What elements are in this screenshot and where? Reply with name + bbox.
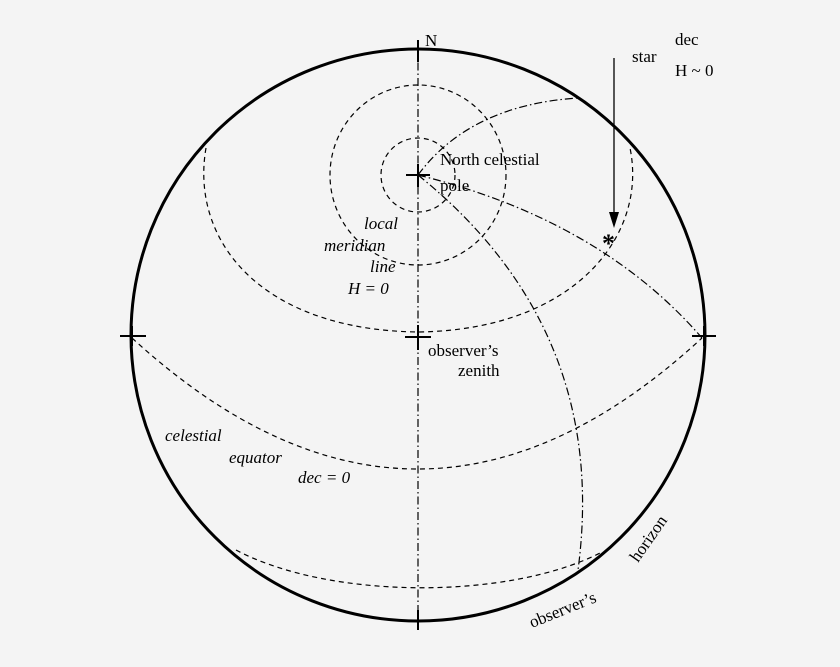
meridian-label-line1: local (364, 214, 398, 233)
observer-great-circle (417, 174, 584, 571)
declination-circle (203, 147, 634, 333)
equator-label-line3: dec = 0 (298, 468, 351, 487)
star-pointer-arrowhead (609, 212, 619, 228)
star-label: star (632, 47, 657, 66)
celestial-equator-curve (131, 337, 703, 470)
ncp-label-line2: pole (440, 176, 469, 195)
top-tick (408, 40, 428, 62)
zenith-label-line2: zenith (458, 361, 500, 380)
zenith-label-line1: observer’s (428, 341, 499, 360)
equator-label-line1: celestial (165, 426, 222, 445)
meridian-label-line4: H = 0 (347, 279, 389, 298)
horizon-label: horizon (626, 511, 672, 565)
zenith-cross (405, 325, 431, 350)
meridian-label-line3: line (370, 257, 396, 276)
upper-hour-arc (417, 97, 579, 176)
meridian-label-line2: meridian (324, 236, 385, 255)
star-hour-circle (417, 174, 703, 339)
circumpolar-circle-small (380, 137, 456, 213)
left-tick (120, 326, 146, 346)
circumpolar-circle-large (329, 84, 507, 266)
equator-label-line2: equator (229, 448, 282, 467)
right-tick (692, 326, 716, 346)
north-label: N (425, 31, 437, 50)
bottom-tick (408, 610, 428, 630)
star-marker: * (602, 229, 615, 258)
ncp-label-line1: North celestial (440, 150, 540, 169)
horizon-curve (235, 549, 603, 589)
pole-cross (406, 164, 430, 187)
dec-label-partial: dec (675, 30, 699, 49)
hour-angle-label-partial: H ~ 0 (675, 61, 713, 80)
